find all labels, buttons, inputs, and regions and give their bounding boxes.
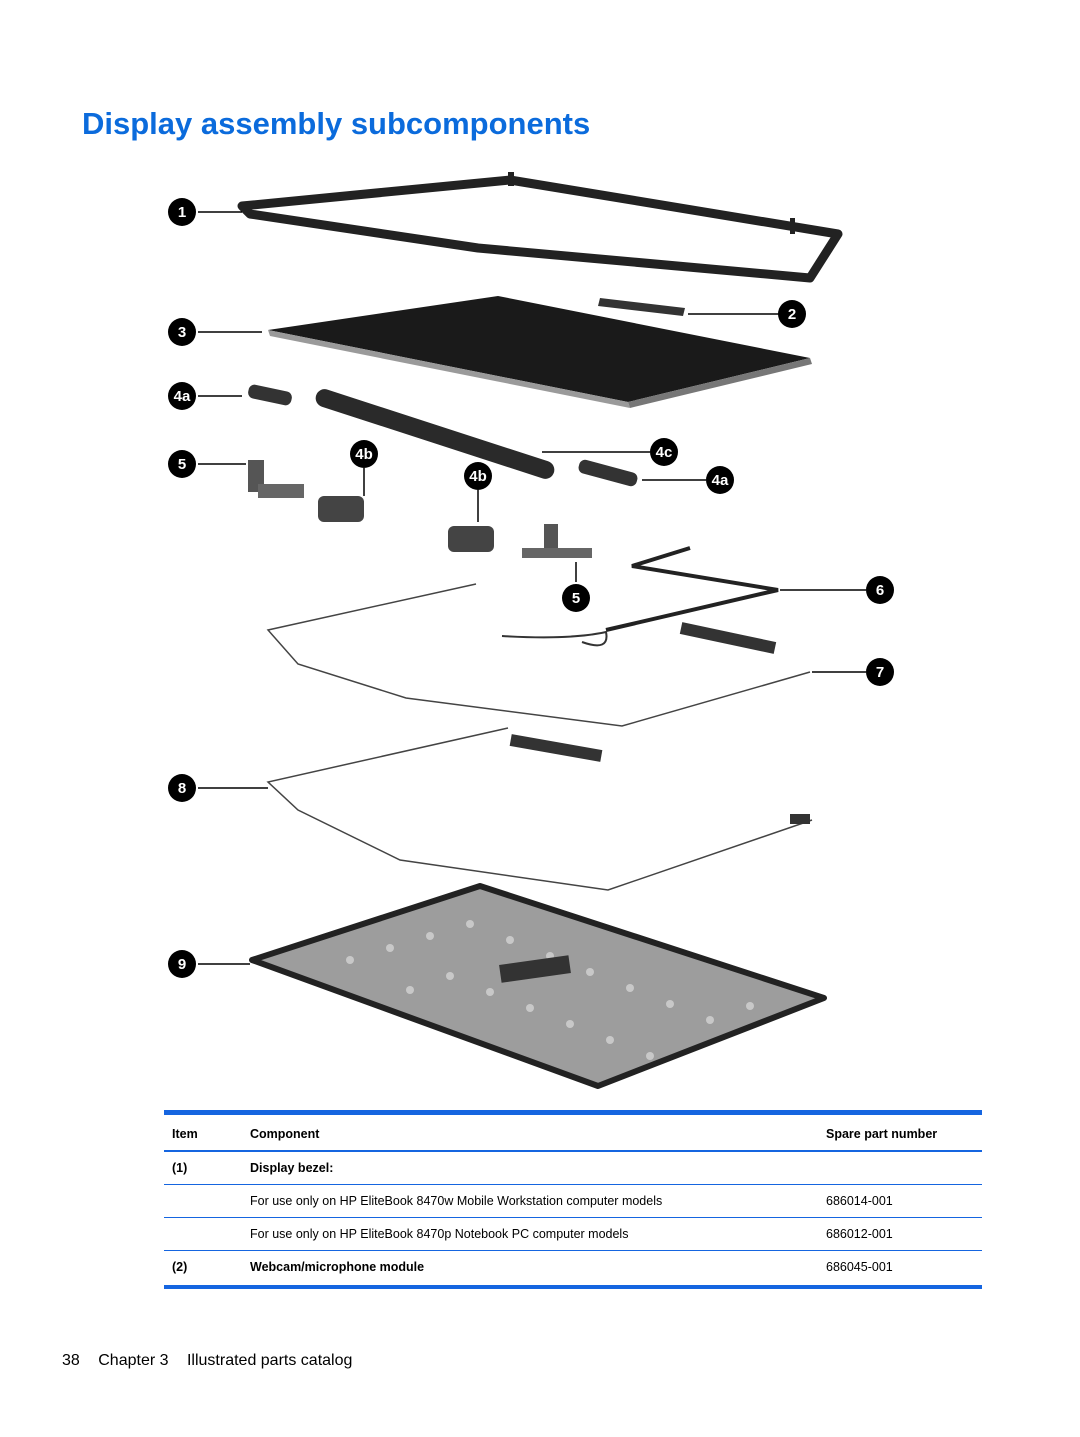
callout-3: 3 (168, 318, 196, 346)
callout-4a-right: 4a (706, 466, 734, 494)
svg-text:4a: 4a (174, 388, 191, 405)
page-footer: 38 Chapter 3 Illustrated parts catalog (62, 1352, 366, 1370)
antenna-cable-8-part (266, 727, 813, 891)
callout-1: 1 (168, 198, 196, 226)
table-header-row: Item Component Spare part number (164, 1114, 982, 1152)
lcd-panel-part (268, 296, 812, 408)
row-item: (2) (164, 1250, 242, 1289)
callout-6: 6 (866, 576, 894, 604)
row-component: For use only on HP EliteBook 8470w Mobil… (242, 1184, 818, 1218)
hinge-right-part (522, 524, 592, 558)
hinge-cap-right-part (448, 526, 494, 552)
spare-parts-table: Item Component Spare part number (1) Dis… (164, 1110, 982, 1289)
callout-2: 2 (778, 300, 806, 328)
antenna-cable-7-part (266, 583, 811, 727)
svg-text:4a: 4a (712, 472, 729, 489)
row-item (164, 1184, 242, 1218)
hinge-cap-left-part (318, 496, 364, 522)
svg-text:9: 9 (178, 956, 186, 973)
svg-text:4b: 4b (469, 468, 487, 485)
table-row: For use only on HP EliteBook 8470w Mobil… (164, 1184, 982, 1218)
table-top-rule (164, 1110, 982, 1115)
header-component: Component (242, 1114, 818, 1152)
page-number: 38 (62, 1352, 80, 1369)
hinge-cover-left-part (248, 384, 292, 406)
page-title: Display assembly subcomponents (82, 106, 591, 141)
display-back-cover-part (249, 883, 827, 1089)
svg-text:8: 8 (178, 780, 186, 797)
callout-5-right: 5 (562, 584, 590, 612)
row-spare-part (818, 1151, 982, 1185)
chapter-title: Illustrated parts catalog (186, 1352, 353, 1369)
hinge-cover-right-part (578, 459, 638, 487)
svg-text:2: 2 (788, 306, 796, 323)
svg-text:1: 1 (178, 204, 186, 221)
svg-text:5: 5 (572, 590, 580, 607)
row-component: Webcam/microphone module (242, 1250, 818, 1289)
svg-text:4c: 4c (656, 444, 673, 461)
svg-text:4b: 4b (355, 446, 373, 463)
table-row: (2) Webcam/microphone module 686045-001 (164, 1250, 982, 1289)
row-item: (1) (164, 1151, 242, 1185)
callout-5-left: 5 (168, 450, 196, 478)
exploded-view-figure: 1 2 3 4a 4b 4c 4b 4a (150, 170, 910, 1100)
callout-leaders (198, 211, 866, 965)
row-spare-part: 686014-001 (818, 1184, 982, 1218)
row-spare-part: 686045-001 (818, 1250, 982, 1289)
callout-4b-left: 4b (350, 440, 378, 468)
display-cable-part (605, 546, 779, 632)
hinge-cover-center-part (315, 389, 555, 479)
table-row: For use only on HP EliteBook 8470p Noteb… (164, 1217, 982, 1251)
hinge-left-part (248, 460, 304, 498)
header-item: Item (164, 1114, 242, 1152)
svg-text:7: 7 (876, 664, 884, 681)
display-bezel-part (237, 172, 843, 283)
svg-text:3: 3 (178, 324, 186, 341)
webcam-module-part (598, 298, 685, 316)
display-assembly-illustration: 1 2 3 4a 4b 4c 4b 4a (168, 172, 894, 1089)
callout-4b-right: 4b (464, 462, 492, 490)
callout-8: 8 (168, 774, 196, 802)
row-spare-part: 686012-001 (818, 1217, 982, 1251)
svg-text:6: 6 (876, 582, 884, 599)
row-component: For use only on HP EliteBook 8470p Noteb… (242, 1217, 818, 1251)
header-spare-part-number: Spare part number (818, 1114, 982, 1152)
callout-4a-left: 4a (168, 382, 196, 410)
table-row: (1) Display bezel: (164, 1151, 982, 1185)
svg-text:5: 5 (178, 456, 186, 473)
chapter-label: Chapter 3 (98, 1352, 169, 1369)
row-item (164, 1217, 242, 1251)
callout-7: 7 (866, 658, 894, 686)
row-component: Display bezel: (242, 1151, 818, 1185)
callout-9: 9 (168, 950, 196, 978)
callout-4c: 4c (650, 438, 678, 466)
